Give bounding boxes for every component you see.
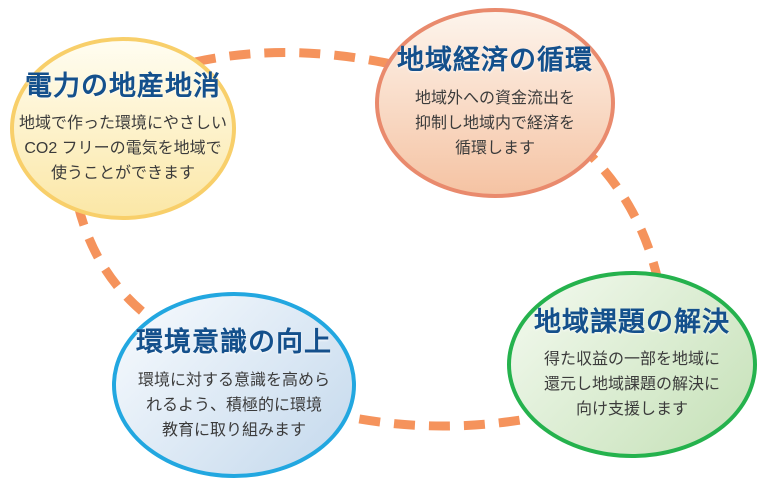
bubble-body-line: 抑制し地域内で経済を	[414, 114, 575, 132]
bubble-body-line: 得た収益の一部を地域に	[543, 351, 720, 369]
bubble-power-local-production: 電力の地産地消 地域で作った環境にやさしい CO2 フリーの電気を地域で 使うこ…	[10, 37, 236, 220]
cycle-arc-top	[194, 48, 427, 77]
cycle-arc-right	[576, 141, 665, 291]
bubble-body-line: CO2 フリーの電気を地域で	[24, 140, 222, 158]
bubble-regional-economy-circulation: 地域経済の循環 地域外への資金流出を 抑制し地域内で経済を 循環します	[375, 8, 615, 198]
bubble-environmental-awareness: 環境意識の向上 環境に対する意識を高めら れるよう、積極的に環境 教育に取り組み…	[112, 292, 356, 478]
bubble-title: 電力の地産地消	[25, 70, 221, 101]
bubble-body-line: 循環します	[454, 139, 535, 157]
bubble-body-line: 還元し地域課題の解決に	[543, 376, 720, 394]
bubble-body-line: 教育に取り組みます	[161, 421, 306, 439]
bubble-title: 地域経済の循環	[397, 45, 593, 76]
bubble-body-line: 地域外への資金流出を	[414, 89, 575, 107]
bubble-body-line: れるよう、積極的に環境	[145, 396, 322, 414]
bubble-body-line: 向け支援します	[575, 401, 688, 419]
bubble-title: 地域課題の解決	[534, 306, 730, 337]
bubble-title: 環境意識の向上	[136, 327, 332, 358]
bubble-body-line: 環境に対する意識を高めら	[137, 371, 330, 389]
cycle-arc-left	[73, 203, 163, 329]
bubble-body-line: 地域で作った環境にやさしい	[18, 115, 227, 133]
bubble-regional-issues-solution: 地域課題の解決 得た収益の一部を地域に 還元し地域課題の解決に 向け支援します	[507, 271, 757, 458]
bubble-body-line: 使うことができます	[50, 165, 195, 183]
